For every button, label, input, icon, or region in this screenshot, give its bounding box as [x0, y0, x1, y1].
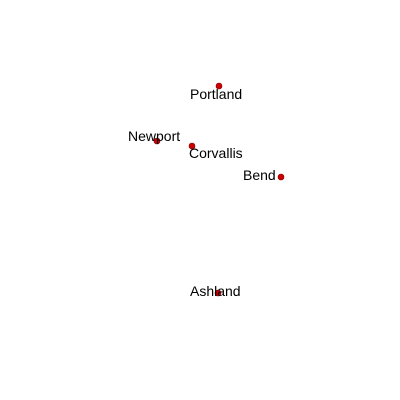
newport-label: Newport: [128, 128, 180, 144]
ashland-marker: [214, 289, 222, 297]
newport-marker: [153, 137, 161, 145]
corvallis-label: Corvallis: [189, 145, 243, 161]
bend-marker: [277, 173, 285, 181]
portland-marker: [215, 82, 223, 90]
bend-label: Bend: [243, 167, 276, 183]
ashland-label: Ashland: [190, 283, 241, 299]
portland-label: Portland: [190, 86, 242, 102]
corvallis-marker: [188, 142, 196, 150]
city-markers: [153, 82, 285, 297]
